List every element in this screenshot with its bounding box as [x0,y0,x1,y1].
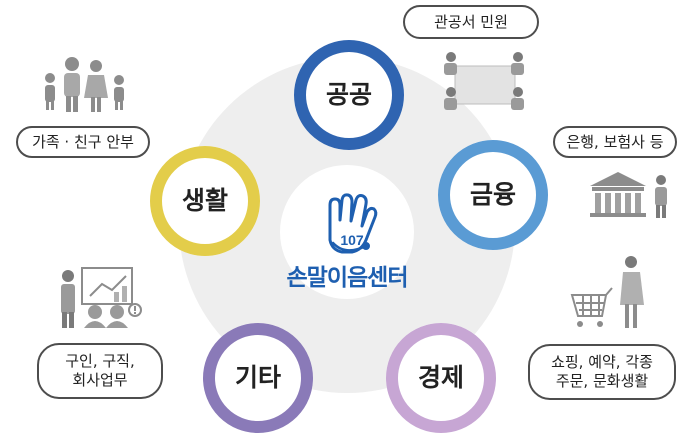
node-label-life: 생활 [181,186,228,215]
center-label: 손말이음센터 [286,265,409,291]
shopping-cart-icon [570,256,644,328]
node-label-other: 기타 [234,363,281,392]
tag-other-line-2: 회사업무 [72,371,128,389]
tag-public-text: 관공서 민원 [434,12,508,31]
node-ring-finance [438,140,548,250]
center-number: 107 [340,232,364,248]
tag-economy-line-2: 주문, 문화생활 [555,372,649,390]
tag-public: 관공서 민원 [403,5,539,39]
bank-icon [590,172,667,218]
node-label-public: 공공 [325,80,372,109]
tag-other-line-1: 구인, 구직, [65,352,135,370]
tag-finance: 은행, 보험사 등 [553,126,677,158]
tag-other: 구인, 구직, 회사업무 [37,343,163,399]
tag-economy-line-1: 쇼핑, 예약, 각종 [551,353,653,371]
node-ring-economy [386,323,496,433]
tag-economy: 쇼핑, 예약, 각종 주문, 문화생활 [528,344,676,400]
node-label-finance: 금융 [469,180,516,209]
tag-life: 가족 · 친구 안부 [16,126,150,158]
tag-finance-text: 은행, 보험사 등 [566,132,664,151]
sign-hand-logo-icon [328,193,378,254]
meeting-icon [444,52,524,110]
tag-life-text: 가족 · 친구 안부 [32,132,134,151]
family-icon [45,57,124,112]
node-ring-other [203,323,313,433]
presentation-icon [61,267,142,328]
node-ring-public [294,40,404,150]
node-ring-life [150,146,260,256]
center-disk [280,165,414,299]
node-label-economy: 경제 [417,363,464,392]
